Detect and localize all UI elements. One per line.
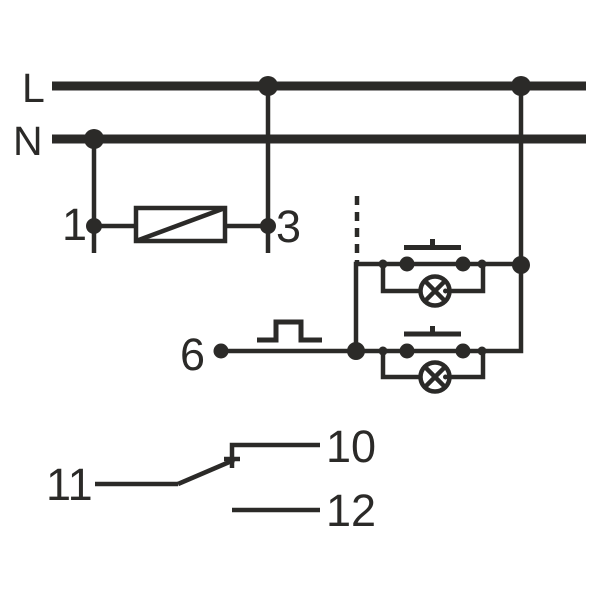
relay-coil-diagonal xyxy=(135,205,226,244)
lamp-2-tap-left-dot xyxy=(378,346,388,356)
terminal-6-label: 6 xyxy=(180,329,205,380)
lamp-1-tap-right-dot xyxy=(477,259,487,269)
terminal-3-label: 3 xyxy=(276,201,301,252)
junction-dot-n xyxy=(84,129,104,149)
push-button-1-icon xyxy=(404,239,461,250)
button-1-contact-right-dot xyxy=(455,256,471,272)
button-2-contact-right-dot xyxy=(455,343,471,359)
junction-dot-branch-left xyxy=(347,342,365,360)
push-button-2-icon xyxy=(404,326,461,337)
terminal-10-label: 10 xyxy=(326,421,376,472)
l-label: L xyxy=(22,65,45,111)
pulse-signal-icon xyxy=(257,319,322,343)
contact-blade xyxy=(177,457,235,487)
lamp-2-dot xyxy=(443,374,448,380)
lamp-1-tap-left-dot xyxy=(378,259,388,269)
terminal-10-contact xyxy=(229,442,320,468)
n-label: N xyxy=(13,118,43,164)
lamp-1-cross xyxy=(423,279,447,303)
terminal-3-dot xyxy=(260,218,276,234)
lamp-2-tap-right-dot xyxy=(477,346,487,356)
terminal-11-label: 11 xyxy=(46,459,93,510)
lamp-1-dot xyxy=(443,288,448,294)
junction-dot-branch-right xyxy=(512,256,530,274)
terminal-6-dot xyxy=(213,343,229,359)
terminal-1-dot xyxy=(86,218,102,234)
terminal-12-label: 12 xyxy=(326,485,376,536)
l-drop-right-and-button-row xyxy=(225,86,524,354)
button-1-contact-left-dot xyxy=(399,256,415,272)
button-2-contact-left-dot xyxy=(399,343,415,359)
terminal-1-label: 1 xyxy=(62,199,87,250)
junction-dot-l-1 xyxy=(258,76,278,96)
lamp-2-cross xyxy=(423,365,447,389)
junction-dot-l-2 xyxy=(511,76,531,96)
